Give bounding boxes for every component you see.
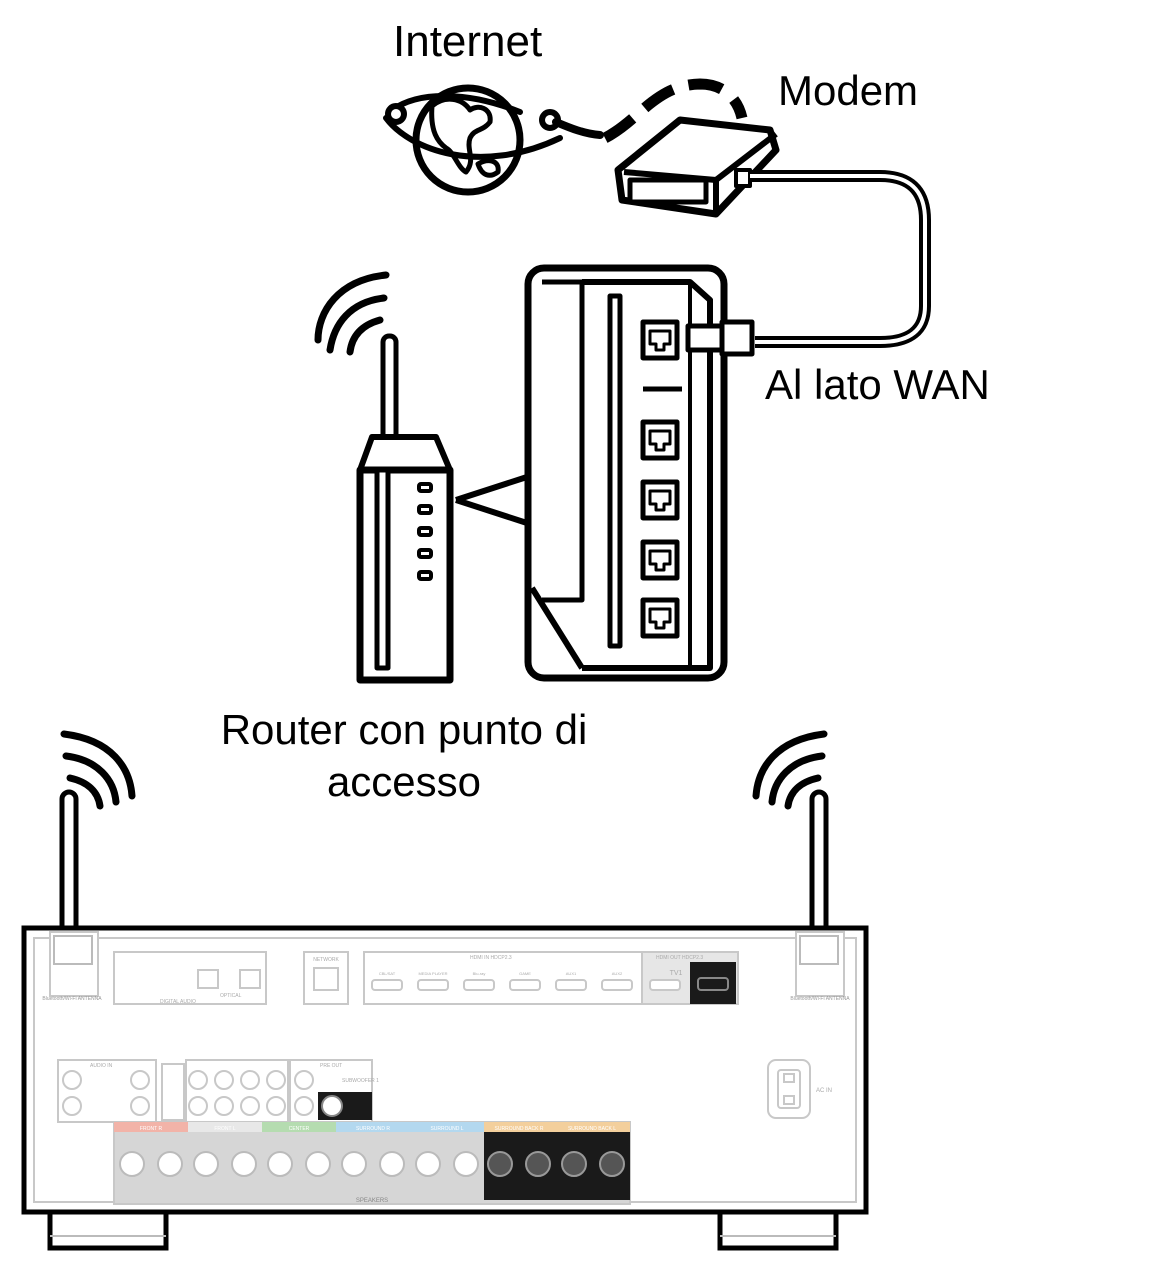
- antenna-base-left: Bluetooth/Wi-Fi ANTENNA: [42, 935, 102, 1002]
- subwoofer-out-highlight: SUBWOOFER 1: [318, 1078, 379, 1120]
- hdmi-input-label: GAME: [519, 971, 531, 976]
- router-label: Router con punto di accesso: [220, 706, 588, 805]
- hdmi-in-panel: [363, 951, 643, 1005]
- speaker-group-label: SURROUND R: [356, 1126, 390, 1132]
- digital-audio-label: DIGITAL AUDIO: [160, 999, 196, 1005]
- speakers-label: SPEAKERS: [356, 1198, 388, 1204]
- speaker-group-label: SURROUND BACK R: [495, 1126, 544, 1132]
- modem-icon: [614, 116, 780, 218]
- optical-label: OPTICAL: [220, 993, 242, 999]
- network-port: [303, 951, 349, 1005]
- speaker-group-labels: FRONT R FRONT L CENTER SURROUND R SURROUND L…: [140, 1126, 616, 1132]
- hdmi-out-panel: [641, 951, 739, 1005]
- audio-in-label: AUDIO IN: [90, 1063, 113, 1069]
- speaker-group-label: SURROUND BACK L: [568, 1126, 616, 1132]
- network-label: NETWORK: [313, 957, 339, 963]
- subwoofer-label: SUBWOOFER 1: [342, 1078, 379, 1084]
- lan-port-icon: [640, 419, 680, 639]
- antenna-label-right: Bluetooth/Wi-Fi ANTENNA: [790, 996, 850, 1002]
- speaker-group-label: SURROUND L: [430, 1126, 463, 1132]
- ac-in-label: AC IN: [816, 1088, 832, 1094]
- hdmi-in-label: HDMI IN HDCP2.3: [470, 955, 512, 961]
- pre-out-label: PRE OUT: [320, 1063, 342, 1069]
- hdmi-input-label: AUX2: [612, 971, 623, 976]
- antenna-base-right: Bluetooth/Wi-Fi ANTENNA: [790, 935, 850, 1002]
- wan-port-icon: [640, 319, 680, 361]
- receiver-left-wifi-waves-icon: [60, 730, 136, 810]
- receiver-right-wifi-waves-icon: [752, 730, 828, 810]
- speaker-group-label: FRONT R: [140, 1126, 163, 1132]
- speaker-group-label: FRONT L: [214, 1126, 236, 1132]
- hdmi-input-labels: CBL/SAT MEDIA PLAYER Blu-ray GAME AUX1 AUX2: [379, 971, 623, 976]
- callout-pointer: [455, 473, 531, 527]
- hdmi-input-label: CBL/SAT: [379, 971, 396, 976]
- router-antenna: [380, 333, 399, 451]
- antenna-label-left: Bluetooth/Wi-Fi ANTENNA: [42, 996, 102, 1002]
- modem-label: Modem: [778, 67, 919, 114]
- receiver-feet: [47, 1212, 839, 1251]
- internet-label: Internet: [393, 17, 543, 66]
- modem-wan-cable: [750, 170, 931, 348]
- tv1-label: TV1: [670, 970, 683, 977]
- hdmi-input-label: MEDIA PLAYER: [418, 971, 447, 976]
- ethernet-plug-icon: [685, 319, 755, 357]
- surround-back-terminals: [487, 1151, 625, 1177]
- hdmi-input-label: Blu-ray: [473, 971, 486, 976]
- router-wifi-waves-icon: [314, 271, 390, 356]
- router-icon: [356, 434, 454, 684]
- ac-in-socket: [767, 1059, 811, 1119]
- speakers-panel: [113, 1121, 631, 1205]
- internet-globe-icon: [383, 84, 604, 196]
- speaker-terminals: [119, 1151, 479, 1177]
- speaker-group-label: CENTER: [289, 1126, 310, 1132]
- hdmi-out-label: HDMI OUT HDCP2.3: [656, 955, 703, 961]
- internet-modem-dashed-link: [602, 78, 748, 143]
- wan-side-label: Al lato WAN: [765, 361, 990, 408]
- hdmi-input-label: AUX1: [566, 971, 577, 976]
- digital-audio-optical-panel: [113, 951, 267, 1005]
